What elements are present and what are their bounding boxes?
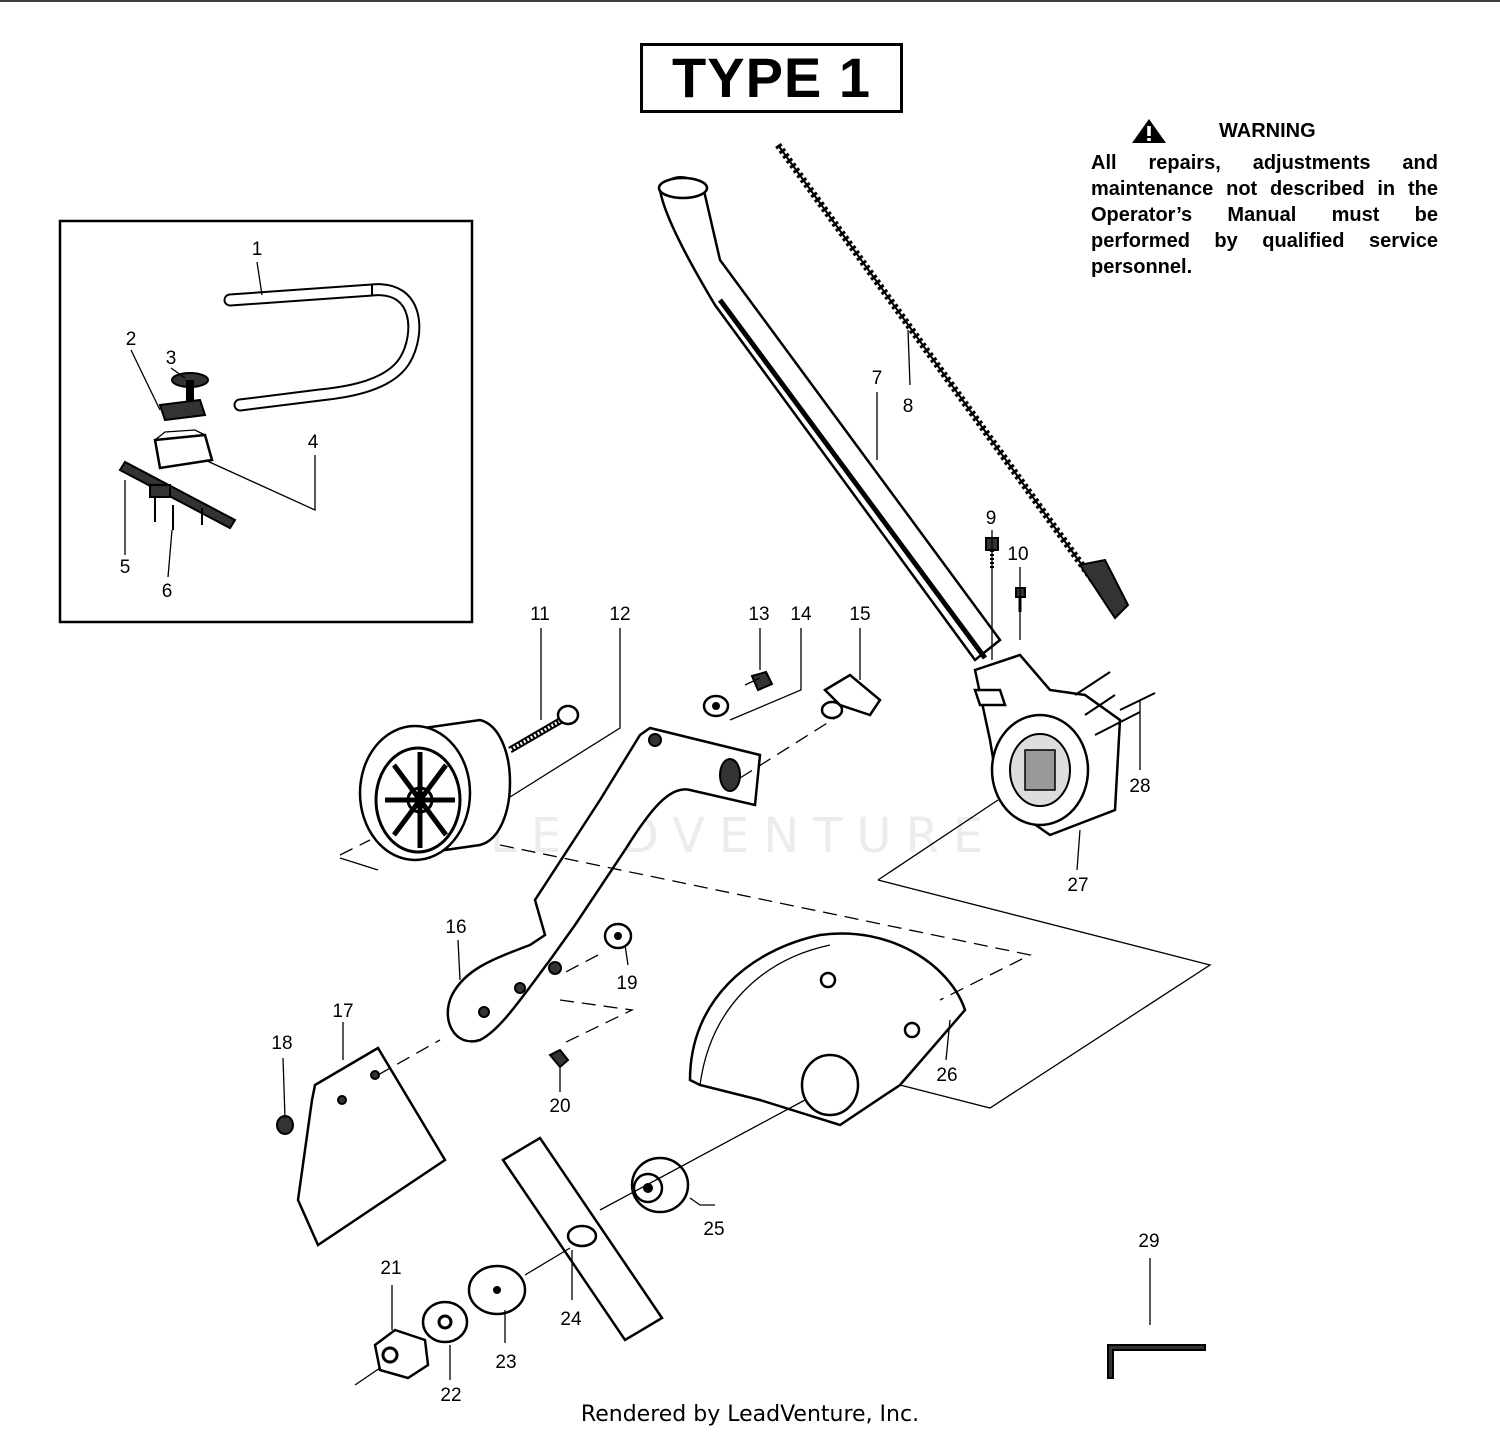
part-number-label: 22 bbox=[440, 1385, 461, 1406]
part-number-label: 7 bbox=[872, 368, 883, 389]
washer-stack bbox=[373, 1264, 527, 1380]
wheel bbox=[358, 718, 512, 862]
hex-key bbox=[1107, 1344, 1206, 1379]
part-number-label: 15 bbox=[849, 604, 870, 625]
part-number-label: 3 bbox=[166, 348, 177, 369]
bolt bbox=[508, 704, 580, 754]
part-number-label: 26 bbox=[936, 1065, 957, 1086]
spacer bbox=[630, 1156, 690, 1214]
knob-and-nuts bbox=[702, 670, 882, 720]
part-number-label: 10 bbox=[1007, 544, 1028, 565]
part-number-label: 14 bbox=[790, 604, 812, 625]
part-number-label: 13 bbox=[748, 604, 769, 625]
part-number-label: 21 bbox=[380, 1258, 401, 1279]
page-title: TYPE 1 bbox=[672, 46, 871, 109]
part-number-label: 19 bbox=[616, 973, 637, 994]
inset-box bbox=[58, 219, 474, 624]
warning-header: WARNING bbox=[1091, 116, 1438, 146]
footer-credit: Rendered by LeadVenture, Inc. bbox=[580, 1402, 920, 1427]
gear-head bbox=[973, 653, 1122, 837]
handle-part bbox=[223, 283, 421, 412]
part-number-label: 9 bbox=[986, 508, 997, 529]
part-number-label: 28 bbox=[1129, 776, 1150, 797]
part-number-label: 16 bbox=[445, 917, 466, 938]
nut-20 bbox=[548, 1048, 570, 1069]
shaft-tube bbox=[657, 176, 1002, 662]
part-number-label: 20 bbox=[549, 1096, 570, 1117]
blade-guard bbox=[688, 932, 967, 1127]
part-number-label: 17 bbox=[332, 1001, 353, 1022]
warning-notice: WARNING All repairs, adjustments and mai… bbox=[1091, 116, 1438, 280]
part-number-label: 11 bbox=[530, 604, 550, 625]
bracket bbox=[446, 726, 762, 1043]
part-number-label: 1 bbox=[252, 239, 263, 260]
part-number-label: 23 bbox=[495, 1352, 516, 1373]
part-number-label: 5 bbox=[120, 557, 131, 578]
part-number-label: 8 bbox=[903, 396, 914, 417]
warning-triangle-icon bbox=[1132, 119, 1166, 143]
part-number-label: 27 bbox=[1067, 875, 1088, 896]
part-number-label: 24 bbox=[560, 1309, 582, 1330]
guard-plate bbox=[276, 1046, 447, 1247]
part-number-label: 2 bbox=[126, 329, 137, 350]
part-number-label: 29 bbox=[1138, 1231, 1159, 1252]
warning-heading: WARNING bbox=[1219, 119, 1316, 142]
part-number-label: 4 bbox=[308, 432, 319, 453]
warning-text: All repairs, adjustments and maintenance… bbox=[1091, 152, 1438, 278]
part-number-label: 25 bbox=[703, 1219, 724, 1240]
part-number-label: 12 bbox=[609, 604, 630, 625]
part-number-label: 6 bbox=[162, 581, 173, 602]
title-box: TYPE 1 bbox=[640, 43, 903, 113]
blade bbox=[501, 1136, 664, 1342]
flex-shaft bbox=[775, 142, 1130, 620]
clamp-assembly bbox=[118, 372, 237, 530]
part-number-label: 18 bbox=[271, 1033, 292, 1054]
